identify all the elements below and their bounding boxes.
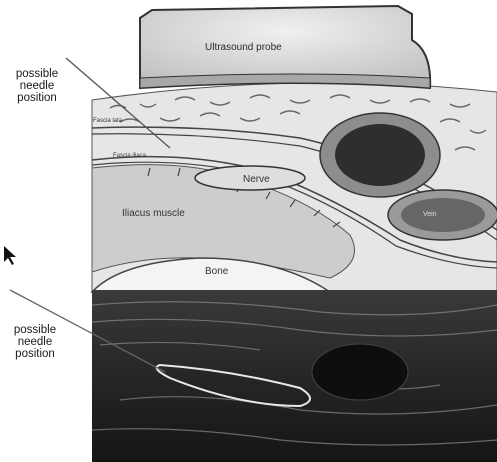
needle-top-line-3: position: [2, 92, 72, 104]
needle-position-label-bottom: possible needle position: [0, 324, 70, 360]
iliacus-muscle-label: Iliacus muscle: [122, 208, 185, 219]
bone-label: Bone: [205, 266, 228, 277]
needle-top-line-1: possible: [2, 68, 72, 80]
vein-label: Vein: [423, 211, 437, 218]
fascia-lata-label: Fascia lata: [93, 118, 122, 124]
needle-bottom-line-2: needle: [0, 336, 70, 348]
fascia-iliaca-label: Fascia iliaca: [113, 153, 146, 159]
vein-lumen: [401, 198, 485, 232]
needle-top-line-2: needle: [2, 80, 72, 92]
probe-label: Ultrasound probe: [205, 42, 282, 53]
artery-lumen: [335, 124, 425, 186]
needle-position-label-top: possible needle position: [2, 68, 72, 104]
ultrasound-image: [92, 290, 497, 462]
needle-bottom-line-1: possible: [0, 324, 70, 336]
nerve-label: Nerve: [243, 174, 270, 185]
needle-bottom-line-3: position: [0, 348, 70, 360]
cursor-icon: [4, 246, 16, 265]
ultrasound-vessel: [312, 344, 408, 400]
